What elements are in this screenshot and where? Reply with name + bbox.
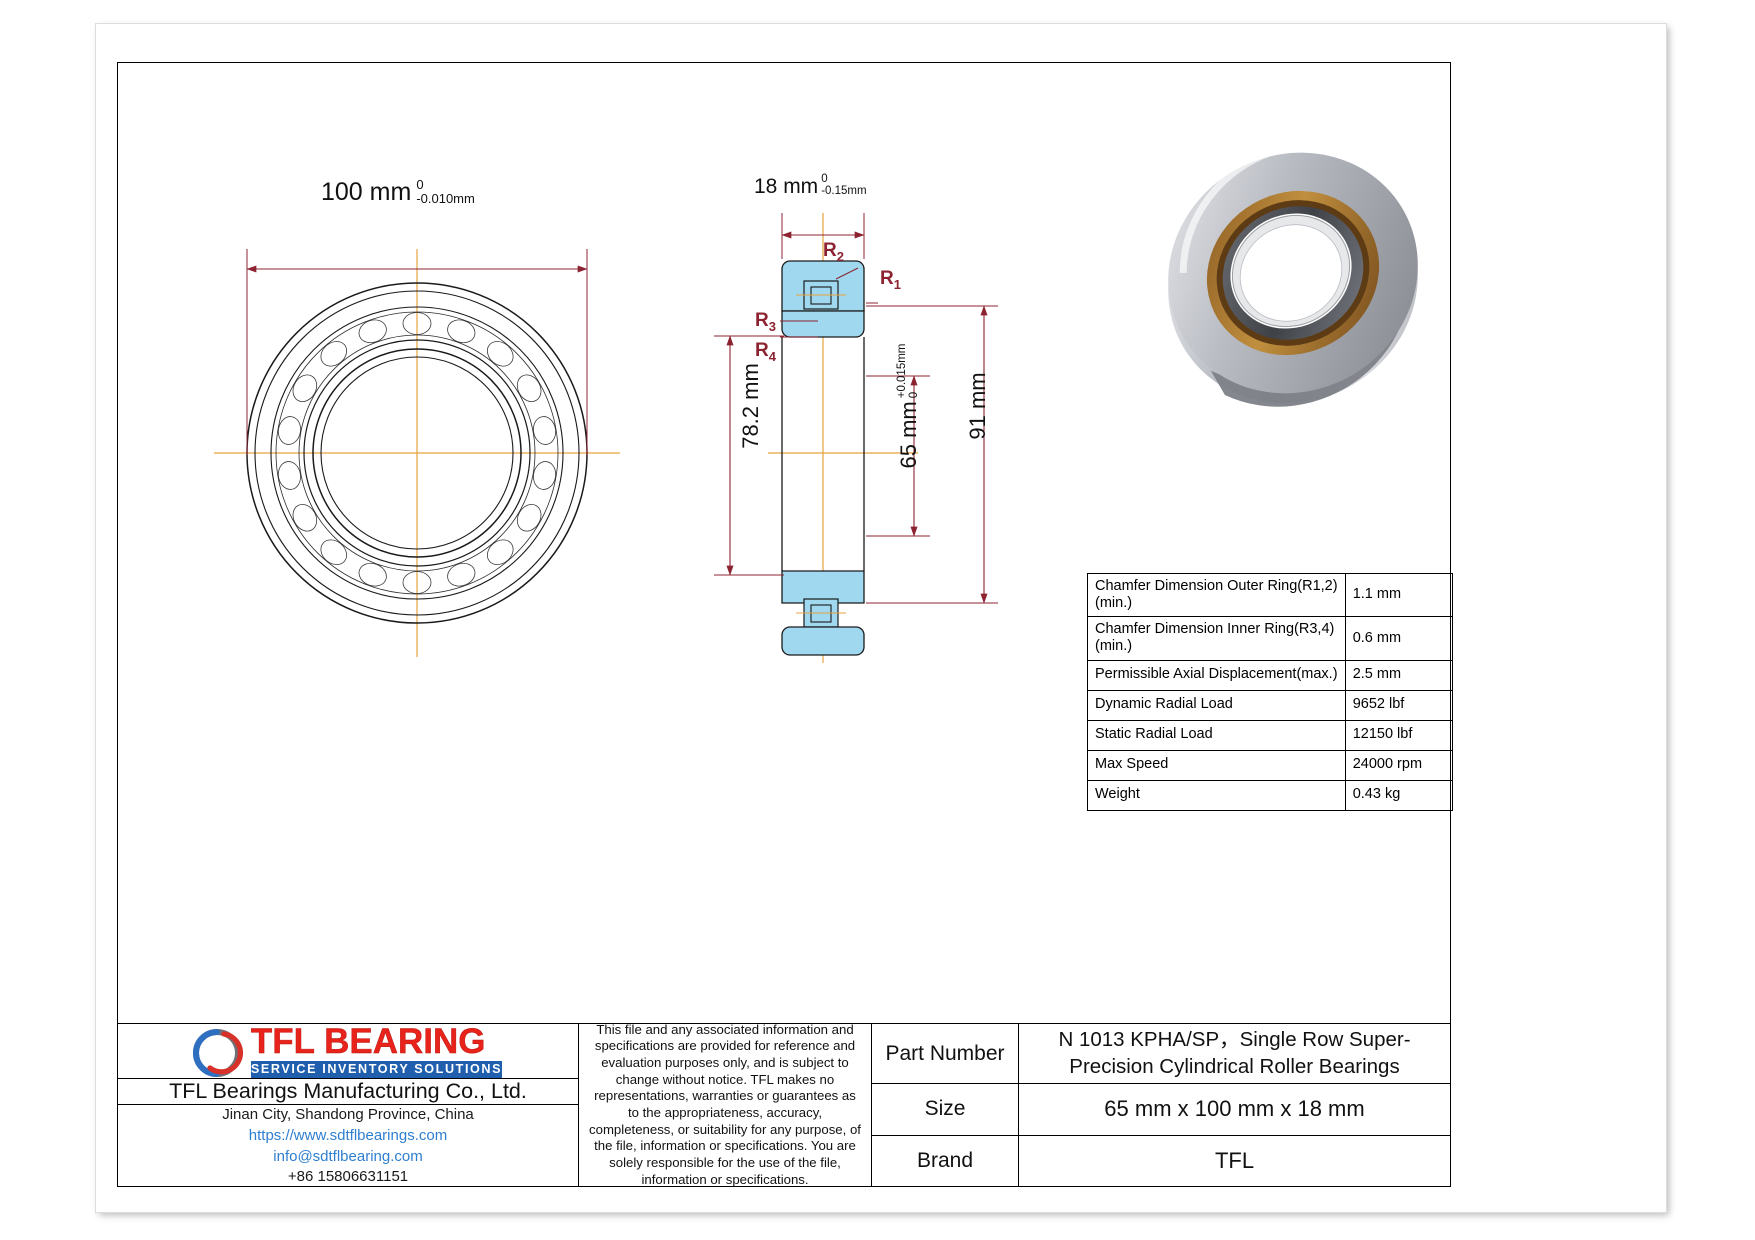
drawing-area: 100 mm 0 -0.010mm 18 mm 0 -0.15mm R2 R1 … [118, 63, 1452, 1025]
spec-value: 0.6 mm [1344, 616, 1454, 661]
size-row: Size 65 mm x 100 mm x 18 mm [872, 1084, 1450, 1136]
spec-value: 1.1 mm [1344, 572, 1454, 618]
spec-label: Dynamic Radial Load [1087, 689, 1346, 721]
chamfer-label-r3: R3 [755, 310, 776, 334]
title-block: TFL BEARING SERVICE INVENTORY SOLUTIONS … [117, 1021, 1451, 1187]
title-block-company-panel: TFL BEARING SERVICE INVENTORY SOLUTIONS … [118, 1024, 579, 1186]
company-phone: +86 15806631151 [287, 1168, 409, 1186]
company-name: TFL Bearings Manufacturing Co., Ltd. [118, 1079, 578, 1105]
technical-drawing-svg [214, 147, 1418, 663]
chamfer-label-r4: R4 [755, 340, 776, 364]
spec-label: Static Radial Load [1087, 719, 1346, 751]
section-view-drawing [714, 213, 998, 663]
drawing-frame: 100 mm 0 -0.010mm 18 mm 0 -0.15mm R2 R1 … [117, 62, 1451, 1024]
brand-value: TFL [1214, 1147, 1255, 1173]
front-view-drawing [214, 249, 620, 657]
brand-row: Brand TFL [872, 1135, 1450, 1186]
specifications-table: Chamfer Dimension Outer Ring(R1,2)(min.)… [1087, 572, 1454, 811]
front-width-dimension: 100 mm 0 -0.010mm [321, 177, 475, 207]
table-row: Weight 0.43 kg [1087, 779, 1454, 811]
table-row: Chamfer Dimension Outer Ring(R1,2)(min.)… [1087, 572, 1454, 618]
table-row: Chamfer Dimension Inner Ring(R3,4)(min.)… [1087, 616, 1454, 661]
spec-value: 12150 lbf [1344, 719, 1454, 751]
table-row: Dynamic Radial Load 9652 lbf [1087, 689, 1454, 721]
bore-diameter-dimension: 65 mm +0.015mm 0 [895, 343, 922, 469]
section-width-tol-upper: 0 [821, 173, 828, 185]
logo-main-text: TFL BEARING [250, 1022, 486, 1062]
section-top [781, 260, 865, 338]
part-number-value: N 1013 KPHA/SP，Single Row Super-Precisio… [1058, 1028, 1411, 1078]
front-tol-lower: -0.010mm [416, 190, 475, 206]
spec-label: Permissible Axial Displacement(max.) [1087, 659, 1346, 691]
tfl-ring-logo-icon [192, 1029, 243, 1077]
table-row: Max Speed 24000 rpm [1087, 749, 1454, 781]
bore-tol-lower: 0 [908, 391, 920, 399]
disclaimer-panel: This file and any associated information… [579, 1021, 872, 1187]
company-website-link[interactable]: https://www.sdtflbearings.com [248, 1126, 448, 1144]
spec-label: Weight [1087, 779, 1346, 811]
front-tol-upper: 0 [416, 177, 424, 192]
spec-label: Chamfer Dimension Inner Ring(R3,4)(min.) [1087, 616, 1346, 661]
company-email-link[interactable]: info@sdtflbearing.com [273, 1147, 423, 1165]
bearing-3d-render [1168, 147, 1418, 407]
section-width-tol-lower: -0.15mm [821, 185, 867, 198]
part-number-row: Part Number N 1013 KPHA/SP，Single Row Su… [872, 1024, 1450, 1085]
outer-diameter-dimension: 91 mm [965, 372, 990, 440]
section-bottom [781, 570, 865, 656]
shoulder-diameter-dimension: 78.2 mm [738, 363, 763, 449]
spec-value: 2.5 mm [1344, 659, 1454, 691]
bore-tol-upper: +0.015mm [895, 343, 908, 399]
part-info-panel: Part Number N 1013 KPHA/SP，Single Row Su… [872, 1024, 1450, 1186]
spec-value: 9652 lbf [1344, 689, 1454, 721]
section-width-dimension: 18 mm 0 -0.15mm [754, 173, 867, 199]
part-number-label: Part Number [872, 1024, 1019, 1084]
logo-sub-text: SERVICE INVENTORY SOLUTIONS [250, 1061, 503, 1078]
table-row: Permissible Axial Displacement(max.) 2.5… [1087, 659, 1454, 691]
chamfer-label-r1: R1 [880, 268, 901, 292]
spec-label: Chamfer Dimension Outer Ring(R1,2)(min.) [1087, 572, 1346, 618]
brand-label: Brand [872, 1135, 1019, 1186]
company-contact-info: Jinan City, Shandong Province, China htt… [118, 1105, 578, 1187]
spec-label: Max Speed [1087, 749, 1346, 781]
table-row: Static Radial Load 12150 lbf [1087, 719, 1454, 751]
chamfer-label-r2: R2 [823, 240, 844, 264]
company-address: Jinan City, Shandong Province, China [222, 1106, 474, 1123]
size-label: Size [872, 1084, 1019, 1135]
spec-value: 0.43 kg [1344, 779, 1454, 811]
specifications-body: Chamfer Dimension Outer Ring(R1,2)(min.)… [1087, 572, 1454, 811]
size-value: 65 mm x 100 mm x 18 mm [1104, 1096, 1365, 1122]
spec-value: 24000 rpm [1344, 749, 1454, 781]
disclaimer-text: This file and any associated information… [589, 1021, 861, 1187]
company-logo: TFL BEARING SERVICE INVENTORY SOLUTIONS [118, 1024, 578, 1079]
